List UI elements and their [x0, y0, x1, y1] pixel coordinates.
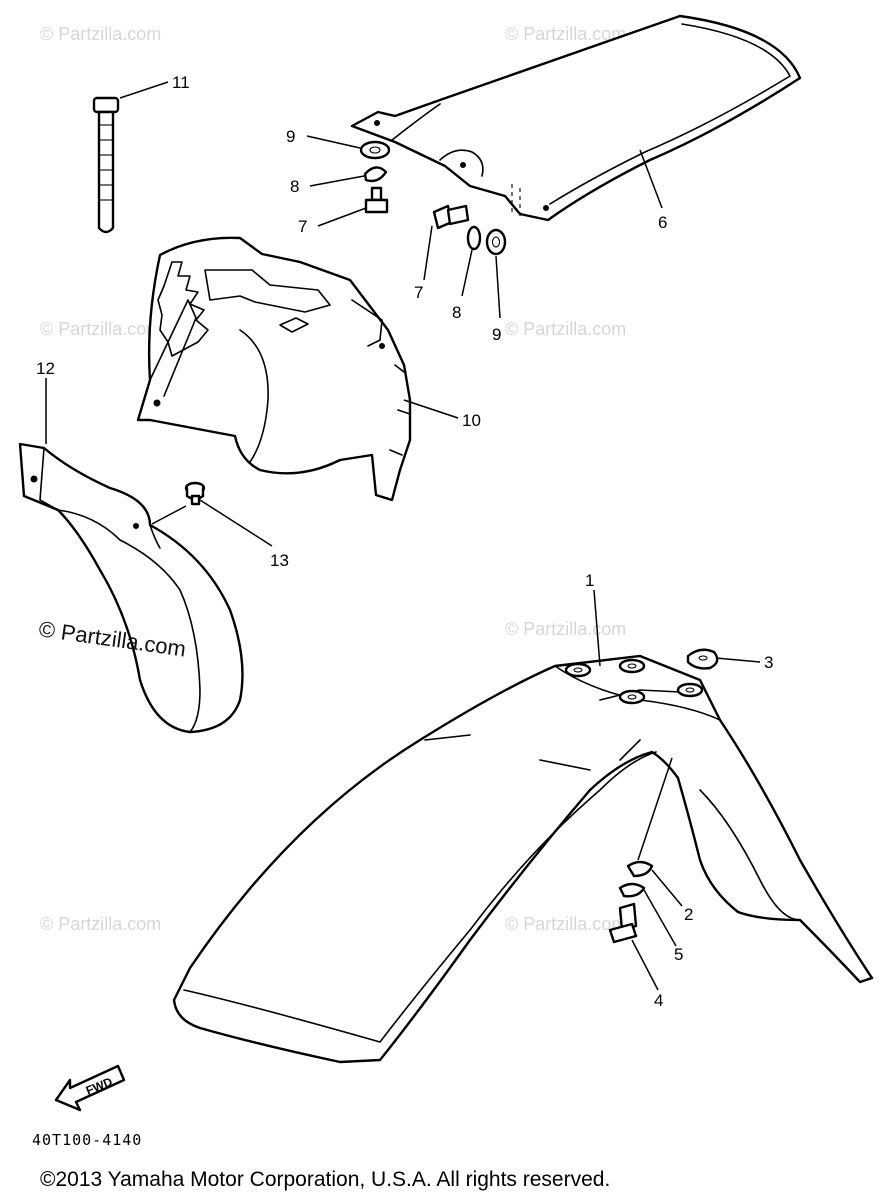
callout-labels: 11 9 8 7 6 7 8 9 12 10 13 1 3 2 5 4 — [36, 73, 773, 1010]
hardware-front-group — [608, 860, 654, 944]
callout-8-lower: 8 — [452, 303, 461, 322]
callout-7-upper: 7 — [298, 217, 307, 236]
callout-8-upper: 8 — [290, 177, 299, 196]
drawing-code: 40T100-4140 — [32, 1131, 142, 1149]
part-13-screw — [184, 481, 206, 506]
part-10-mud-guard — [136, 236, 412, 502]
callout-4: 4 — [654, 991, 663, 1010]
watermark: © Partzilla.com — [40, 24, 161, 44]
fwd-direction-arrow: FWD — [54, 1064, 126, 1112]
callout-5: 5 — [674, 945, 683, 964]
callout-1: 1 — [585, 571, 594, 590]
part-8-lock-washer — [466, 225, 482, 251]
callout-10: 10 — [462, 411, 481, 430]
part-2-washer — [626, 860, 654, 878]
part-1-front-fender — [172, 654, 874, 1064]
callout-13: 13 — [270, 551, 289, 570]
watermark: © Partzilla.com — [505, 319, 626, 339]
copyright-notice: ©2013 Yamaha Motor Corporation, U.S.A. A… — [40, 1168, 610, 1191]
part-7-bolt — [370, 186, 383, 202]
watermark: © Partzilla.com — [40, 319, 161, 339]
watermark: © Partzilla.com — [505, 914, 626, 934]
hardware-right-group — [432, 204, 507, 256]
callout-9-lower: 9 — [492, 325, 501, 344]
hardware-left-group — [359, 140, 391, 214]
watermark: © Partzilla.com — [505, 24, 626, 44]
callout-7-lower: 7 — [414, 283, 423, 302]
callout-11: 11 — [172, 73, 190, 92]
leader-lines — [45, 81, 761, 991]
part-9-washer — [359, 140, 391, 160]
part-3-nut — [686, 648, 719, 670]
part-9-washer — [485, 228, 507, 256]
part-8-lock-washer — [363, 166, 388, 183]
callout-3: 3 — [764, 653, 773, 672]
fwd-label: FWD — [84, 1074, 115, 1097]
watermark: © Partzilla.com — [505, 619, 626, 639]
part-12-rear-flap — [18, 442, 244, 734]
callout-2: 2 — [684, 905, 693, 924]
part-6-rear-fender — [350, 14, 802, 222]
callout-12: 12 — [36, 359, 55, 378]
part-5-lock-washer — [618, 882, 646, 898]
watermark: © Partzilla.com — [40, 914, 161, 934]
callout-9-upper: 9 — [286, 127, 295, 146]
part-11-cable-tie — [92, 96, 120, 234]
callout-6: 6 — [658, 213, 667, 232]
